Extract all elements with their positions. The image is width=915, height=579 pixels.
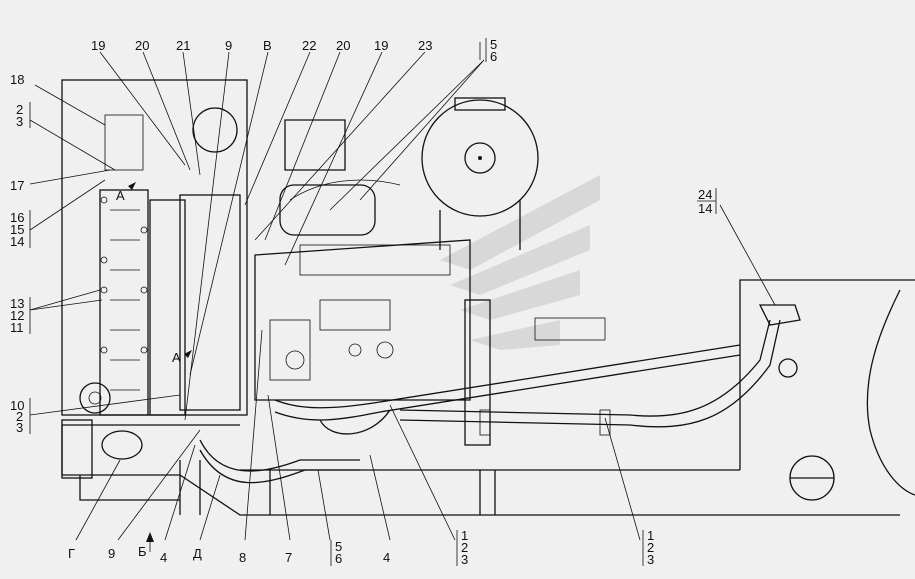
callout-view-v: В	[263, 38, 272, 53]
coolant-hoses	[199, 304, 801, 484]
callout-11: 11	[10, 320, 24, 335]
callout-21: 21	[176, 38, 190, 53]
callout-18: 18	[10, 72, 24, 87]
callout-20-a: 20	[135, 38, 149, 53]
callout-22: 22	[302, 38, 316, 53]
callout-9-top: 9	[225, 38, 232, 53]
callout-10: 10	[10, 398, 24, 413]
callout-3-a: 3	[16, 114, 23, 129]
callout-13: 13	[10, 296, 24, 311]
callout-19-a: 19	[91, 38, 105, 53]
callout-6-top: 6	[490, 49, 497, 64]
callout-17: 17	[10, 178, 24, 193]
callout-3-d: 3	[647, 552, 654, 567]
callout-5-top: 5	[490, 37, 497, 52]
cab-outline	[739, 279, 915, 501]
callout-2-b: 2	[16, 409, 23, 424]
callout-view-g: Г	[68, 546, 75, 561]
callout-16: 16	[10, 210, 24, 225]
air-filter	[421, 97, 539, 250]
callout-14-right: 14	[698, 201, 712, 216]
callout-2-c: 2	[461, 540, 468, 555]
radiator	[61, 79, 248, 479]
callout-2-d: 2	[647, 540, 654, 555]
callout-20-b: 20	[336, 38, 350, 53]
callout-24: 24	[698, 187, 712, 202]
view-arrow-b	[146, 532, 154, 542]
callout-19-b: 19	[374, 38, 388, 53]
callout-23: 23	[418, 38, 432, 53]
callout-view-b: Б	[138, 544, 147, 559]
callout-1-b: 1	[647, 528, 654, 543]
callouts-right: 5 6 24 14	[485, 37, 717, 216]
callout-14-left: 14	[10, 234, 24, 249]
view-mark-a-bottom: А	[172, 350, 181, 365]
chassis-frame	[61, 424, 900, 516]
callout-3-b: 3	[16, 420, 23, 435]
callout-2-a: 2	[16, 102, 23, 117]
callout-15: 15	[10, 222, 24, 237]
engine-block	[254, 119, 606, 446]
callouts-top: 19 20 21 9 В 22 20 19 23	[91, 38, 432, 53]
callout-5-bottom: 5	[335, 539, 342, 554]
callout-7: 7	[285, 550, 292, 565]
callout-3-c: 3	[461, 552, 468, 567]
callouts-left: 18 2 3 17 16 15 14 13 12 11 10 2 3	[10, 72, 31, 435]
callout-view-d: Д	[193, 546, 202, 561]
callouts-bottom: Г 9 Б 4 Д 8 7 5 6 4 1 2 3 1 2 3	[68, 528, 654, 567]
callout-1-a: 1	[461, 528, 468, 543]
callout-6-bottom: 6	[335, 551, 342, 566]
callout-8: 8	[239, 550, 246, 565]
view-marks: А А	[116, 182, 192, 365]
leader-lines	[29, 42, 776, 541]
callout-9-bottom: 9	[108, 546, 115, 561]
view-mark-a-top: А	[116, 188, 125, 203]
callout-12: 12	[10, 308, 24, 323]
callout-4-b: 4	[383, 550, 390, 565]
callout-4-a: 4	[160, 550, 167, 565]
